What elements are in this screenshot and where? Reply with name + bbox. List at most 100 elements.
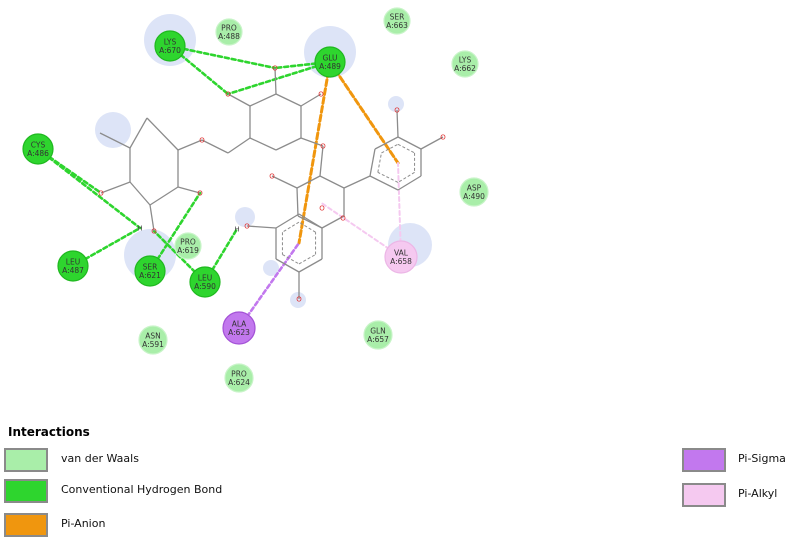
- ligand-bond: [343, 175, 371, 189]
- residue-circle: [134, 255, 166, 287]
- oxygen-atom-label: O: [320, 143, 326, 151]
- residue-number: A:486: [27, 149, 49, 158]
- residue-circle: [384, 240, 418, 274]
- interaction-pi-anion: [297, 60, 332, 245]
- legend-swatch: [682, 448, 726, 472]
- residue-name: LYS: [459, 56, 472, 65]
- hydrogen-atom-label: H: [137, 225, 142, 233]
- interaction-hydrogen-bond: [168, 44, 277, 70]
- ligand-bond: [296, 175, 321, 189]
- ligand-bond: [321, 215, 345, 229]
- ligand-bond: [149, 204, 155, 232]
- legend-label: Conventional Hydrogen Bond: [61, 483, 223, 496]
- residue-number: A:487: [62, 266, 84, 275]
- legend-label: Pi-Anion: [61, 517, 106, 530]
- residue-number: A:624: [228, 378, 250, 387]
- oxygen-atom-label: O: [98, 190, 104, 198]
- ligand-bond: [397, 136, 422, 150]
- solvent-halo: [290, 292, 306, 308]
- residue-circle: [138, 325, 168, 355]
- aromatic-bond: [282, 221, 300, 233]
- residue-circle: [314, 46, 346, 78]
- oxygen-atom-label: O: [244, 223, 250, 231]
- ligand-bond: [149, 186, 179, 206]
- oxygen-atom-label: O: [197, 190, 203, 198]
- interaction-pi-anion: [328, 60, 400, 165]
- ligand-bond: [319, 175, 345, 189]
- residue-name: GLN: [370, 327, 386, 336]
- ligand-bond: [99, 132, 131, 149]
- residue-name: SER: [143, 263, 158, 272]
- oxygen-atom-label: O: [340, 215, 346, 223]
- interaction-hydrogen-bond: [226, 60, 332, 96]
- ligand-bond: [369, 175, 399, 191]
- residue-name: LYS: [164, 38, 177, 47]
- aromatic-bond: [397, 143, 415, 154]
- ligand-bond: [249, 93, 277, 107]
- ligand-bond: [227, 93, 251, 107]
- solvent-halo: [235, 207, 255, 227]
- ligand-bond: [249, 137, 277, 151]
- residue-number: A:590: [194, 282, 216, 291]
- interaction-hydrogen-bond: [36, 147, 142, 230]
- residue-number: A:591: [142, 340, 164, 349]
- ligand-bond: [275, 213, 300, 229]
- ligand-bond: [298, 258, 323, 273]
- residue-number: A:621: [139, 271, 161, 280]
- legend-swatch: [4, 448, 48, 472]
- residue-nodes: LYSA:670PROA:488SERA:663GLUA:489LYSA:662…: [22, 7, 489, 393]
- residue-number: A:658: [390, 257, 412, 266]
- aromatic-bond: [377, 171, 399, 183]
- ligand-bond: [275, 137, 302, 151]
- legend-label: van der Waals: [61, 452, 139, 465]
- residue-name: CYS: [31, 141, 46, 150]
- aromatic-bond: [377, 152, 382, 173]
- ligand-bond: [246, 225, 277, 229]
- residue-number: A:663: [386, 21, 408, 30]
- ligand-bond: [177, 186, 201, 194]
- aromatic-bond: [282, 254, 300, 265]
- residue-circle: [215, 18, 243, 46]
- ligand-bond: [129, 117, 148, 149]
- oxygen-atom-label: O: [319, 205, 325, 213]
- residue-number: A:619: [177, 246, 199, 255]
- ligand-bond: [298, 213, 323, 229]
- residue-number: A:489: [319, 62, 341, 71]
- ligand-bond: [129, 181, 151, 206]
- hydrogen-atom-label: H: [234, 226, 239, 234]
- residue-circle: [222, 311, 256, 345]
- residue-name: SER: [390, 13, 405, 22]
- residue-name: PRO: [221, 24, 237, 33]
- ligand-bond: [275, 93, 302, 107]
- residue-name: LEU: [66, 258, 80, 267]
- residue-circle: [154, 30, 186, 62]
- legend-label: Pi-Alkyl: [738, 487, 778, 500]
- residue-circle: [451, 50, 479, 78]
- residue-name: ASP: [467, 184, 482, 193]
- aromatic-bond: [298, 221, 316, 233]
- ligand-bond: [296, 187, 299, 217]
- ligand-bond: [275, 258, 300, 273]
- ligand-bond: [397, 175, 422, 191]
- ligand-bond: [369, 148, 376, 177]
- interaction-hydrogen-bond: [168, 44, 230, 96]
- oxygen-atom-label: O: [296, 296, 302, 304]
- aromatic-bond: [298, 254, 316, 265]
- legend-swatch: [682, 483, 726, 507]
- ligand-bond: [274, 67, 277, 95]
- ligand-bond: [201, 139, 229, 154]
- residue-name: LEU: [198, 274, 212, 283]
- residue-name: ALA: [232, 320, 247, 329]
- solvent-halo: [388, 96, 404, 112]
- oxygen-atom-label: O: [318, 91, 324, 99]
